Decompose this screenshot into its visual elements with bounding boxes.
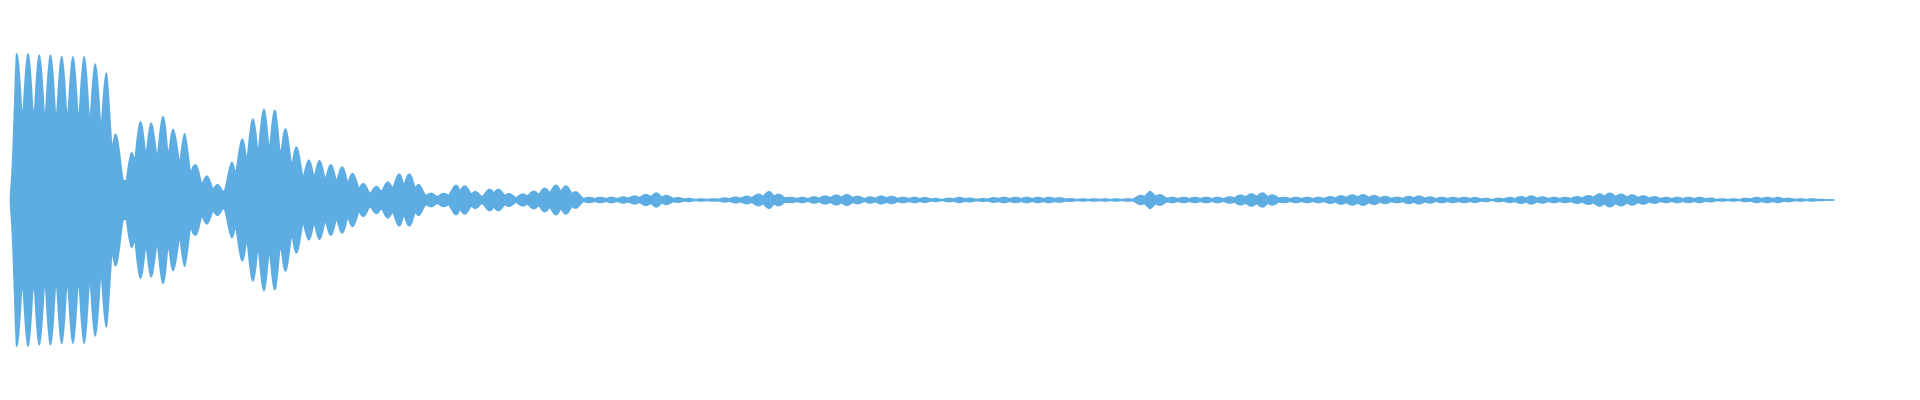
waveform-view: [9, 52, 1835, 348]
audio-waveform: [9, 52, 1835, 348]
